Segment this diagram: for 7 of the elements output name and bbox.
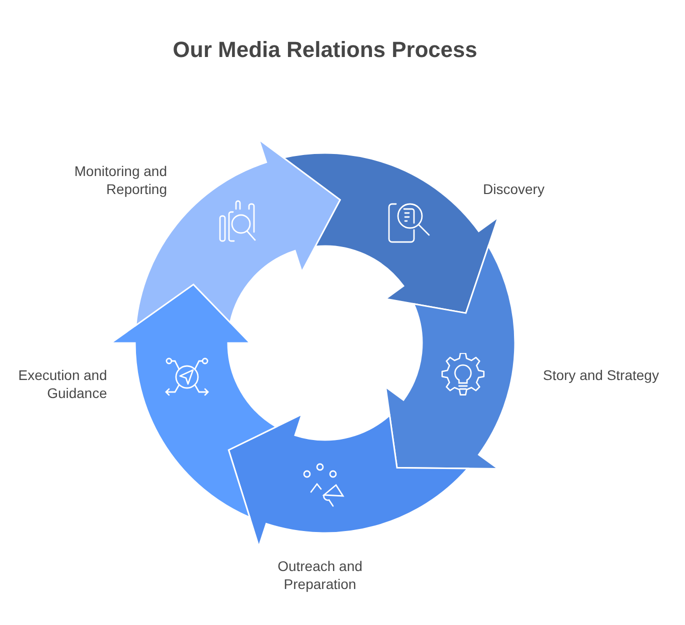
step-label: Execution and Guidance xyxy=(17,366,107,402)
step-label: Monitoring and Reporting xyxy=(73,162,167,198)
step-label: Story and Strategy xyxy=(543,366,660,384)
diagram-title: Our Media Relations Process xyxy=(172,36,478,64)
step-label: Discovery xyxy=(483,180,546,198)
arrow-segment xyxy=(384,245,516,470)
step-label: Outreach and Preparation xyxy=(276,557,364,593)
